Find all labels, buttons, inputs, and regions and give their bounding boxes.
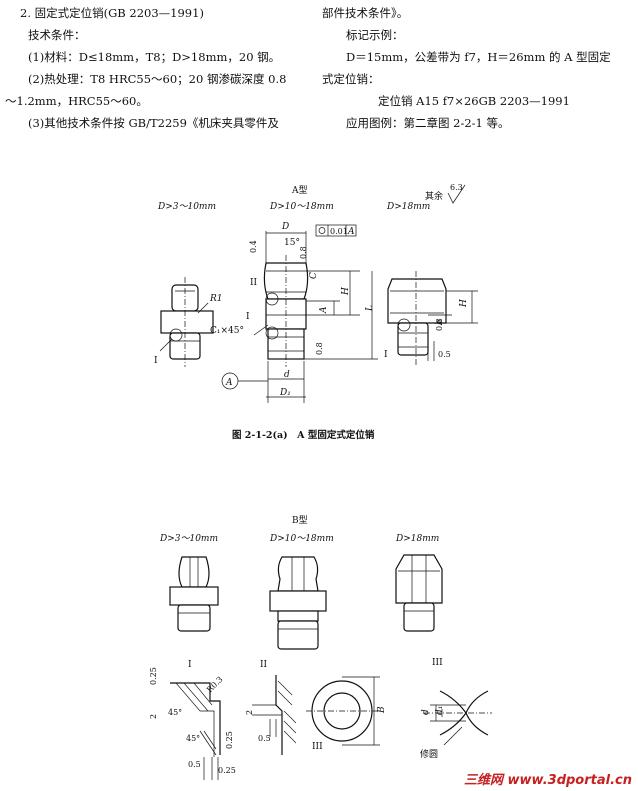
label-roman1-right: I [384, 350, 388, 360]
detail-iii-side [424, 690, 492, 746]
condition-material: (1)材料：D≤18mm，T8；D>18mm，20 钢。 [28, 50, 281, 64]
label-A-dim: A [319, 306, 329, 314]
detail-2: 2 [149, 714, 158, 719]
roughness-symbol [447, 184, 466, 204]
fig-a-range3: D>18mm [386, 202, 430, 212]
label-roman1-mid: I [246, 312, 250, 322]
pin-a-large [387, 271, 447, 365]
fig-b-range1: D>3～10mm [159, 534, 218, 544]
label-0-4: 0.4 [249, 240, 258, 253]
condition-other-cont: 部件技术条件》。 [322, 6, 409, 20]
label-C: C [309, 272, 319, 279]
detail-i [170, 682, 221, 780]
detail-d: d [421, 709, 431, 715]
detail-label-I: I [188, 660, 192, 670]
marking-example: D＝15mm，公差带为 f7，H＝26mm 的 A 型固定 [346, 50, 611, 64]
figure-a: A型 D>3～10mm D>10～18mm D>18mm 其余 6.3 R1 I… [154, 183, 478, 403]
fig-a-caption: 图 2-1-2(a) A 型固定式定位销 [232, 430, 375, 441]
detail-iii-inline: III [312, 742, 323, 752]
detail-r0-3: R0.3 [205, 675, 225, 695]
tolerance-frame [315, 224, 357, 237]
label-r1: R1 [209, 294, 223, 304]
label-H: H [341, 287, 351, 296]
detail-0-25-b: 0.25 [225, 731, 234, 749]
fig-a-range2: D>10～18mm [269, 202, 334, 212]
detail-B: B [377, 706, 387, 714]
condition-other: (3)其他技术条件按 GB/T2259《机床夹具零件及 [28, 116, 279, 130]
tech-conditions-heading: 技术条件： [28, 28, 86, 42]
section-title: 2. 固定式定位销(GB 2203—1991) [20, 6, 204, 20]
label-D: D [281, 222, 289, 232]
fig-a-range1: D>3～10mm [157, 202, 216, 212]
pin-b-large [395, 554, 443, 632]
label-roman1-left: I [154, 356, 158, 366]
watermark: 三维网 www.3dportal.cn [463, 773, 632, 788]
label-L: L [365, 305, 375, 312]
label-D1: D₁ [279, 388, 291, 398]
detail-iii-front [306, 676, 380, 746]
fig-b-type: B型 [292, 515, 308, 526]
label-h-right: h [435, 319, 445, 325]
detail-label-II: II [260, 660, 268, 670]
label-H-right: H [459, 299, 469, 308]
detail-45b: 45° [186, 734, 200, 743]
detail-xiumo: 修圆 [420, 748, 438, 760]
label-15deg: 15° [284, 238, 300, 248]
detail-ii [252, 675, 297, 755]
detail-0-5-a: 0.5 [188, 760, 201, 769]
label-0-8-right: 0.8 [435, 318, 444, 331]
tolerance-value: 0.01 [330, 227, 348, 236]
fig-b-range3: D>18mm [395, 534, 439, 544]
label-0-8-mid: 0.8 [315, 342, 324, 355]
marking-code: 定位销 A15 f7×26GB 2203—1991 [378, 94, 570, 108]
pin-a-small [159, 277, 214, 367]
condition-heat-cont: ～1.2mm，HRC55～60。 [5, 94, 148, 108]
label-c1-chamfer: C₁×45° [210, 326, 244, 336]
marking-example-cont: 式定位销： [322, 72, 380, 86]
fig-a-type: A型 [291, 185, 308, 196]
pin-a-medium [263, 255, 309, 367]
datum-A-label: A [225, 378, 233, 388]
detail-ii-2: 2 [245, 710, 254, 715]
detail-label-III: III [432, 658, 443, 668]
detail-0-25-c: 0.25 [218, 766, 236, 775]
tolerance-datum: A [347, 227, 355, 237]
application-ref: 应用图例：第二章图 2-2-1 等。 [346, 116, 510, 130]
label-0-8-top: 0.8 [299, 246, 308, 259]
fig-a-rest-value: 6.3 [450, 183, 463, 192]
label-d: d [284, 370, 290, 380]
fig-a-rest: 其余 [425, 190, 443, 202]
detail-0-5-b: 0.5 [258, 734, 271, 743]
detail-0-25-a: 0.25 [149, 667, 158, 685]
pin-b-medium [269, 556, 327, 650]
marking-heading: 标记示例： [346, 28, 404, 42]
label-0-5: 0.5 [438, 350, 451, 359]
condition-heat: (2)热处理：T8 HRC55～60；20 钢渗碳深度 0.8 [28, 72, 287, 86]
detail-d1: d₁ [435, 706, 445, 715]
fig-b-range2: D>10～18mm [269, 534, 334, 544]
detail-45a: 45° [168, 708, 182, 717]
pin-b-small [169, 556, 219, 632]
label-roman2: II [250, 278, 258, 288]
figure-b: B型 D>3～10mm D>10～18mm D>18mm I II III [149, 515, 492, 780]
